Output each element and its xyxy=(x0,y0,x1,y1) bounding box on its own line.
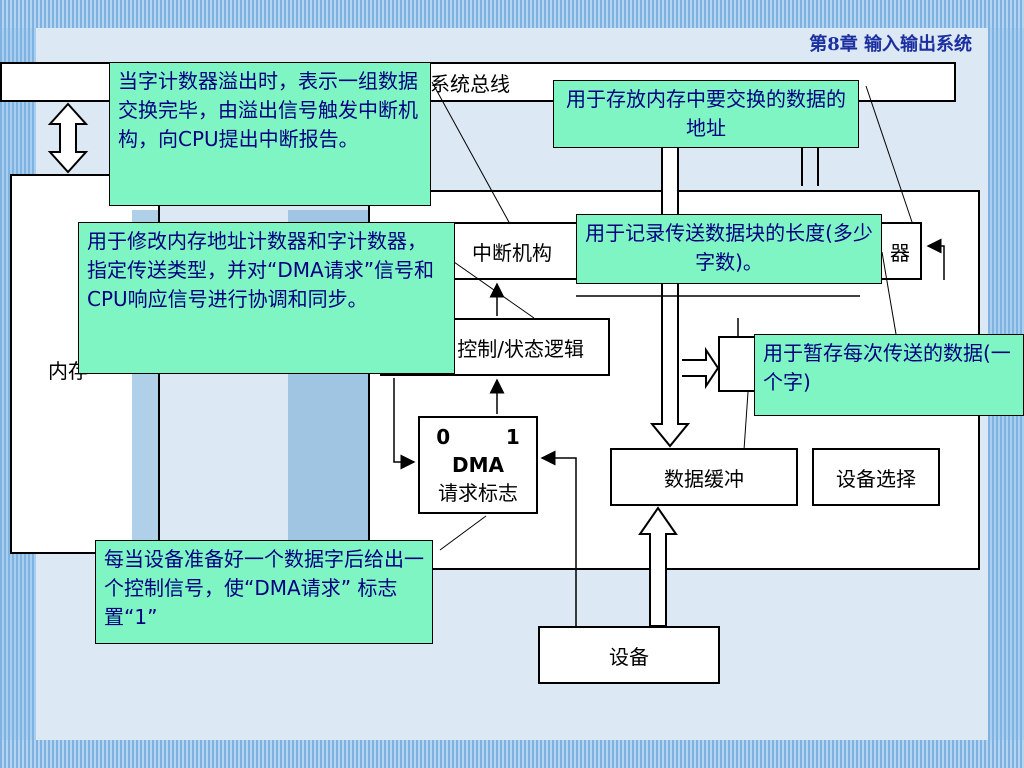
note-overflow-text: 当字计数器溢出时，表示一组数据交换完毕，由溢出信号触发中断机构，向CPU提出中断… xyxy=(118,69,418,151)
note-data-temp-text: 用于暂存每次传送的数据(一个字) xyxy=(763,341,1011,394)
chapter-title: 第8章 输入输出系统 xyxy=(809,34,972,55)
system-bus-label: 系统总线 xyxy=(430,71,510,96)
register-feedback-line xyxy=(926,238,945,280)
dma-flag-desc: 请求标志 xyxy=(438,481,518,505)
dma-flag-bits: 0 1 xyxy=(436,425,520,449)
register-input-arrow xyxy=(682,346,720,390)
note-dma-request-text: 每当设备准备好一个数据字后给出一个控制信号，使“DMA请求” 标志置“1” xyxy=(104,547,424,629)
note-control-logic-text: 用于修改内存地址计数器和字计数器，指定传送类型，并对“DMA请求”信号和CPU响… xyxy=(87,229,435,311)
dma-request-flag: 0 1 DMA 请求标志 xyxy=(418,416,538,514)
bus-memory-arrow xyxy=(47,102,89,174)
leader-address xyxy=(865,85,913,223)
device-to-flag-line xyxy=(540,450,577,626)
leader-block-length xyxy=(881,251,897,335)
note-control-logic: 用于修改内存地址计数器和字计数器，指定传送类型，并对“DMA请求”信号和CPU响… xyxy=(78,222,455,374)
background-band-bottom xyxy=(0,740,1024,768)
data-buffer: 数据缓冲 xyxy=(610,448,798,506)
device: 设备 xyxy=(538,626,720,684)
dma-flag-name: DMA xyxy=(452,453,504,477)
leader-overflow xyxy=(431,81,511,225)
note-address-store: 用于存放内存中要交换的数据的地址 xyxy=(553,80,859,148)
leader-control xyxy=(453,261,535,319)
note-address-store-text: 用于存放内存中要交换的数据的地址 xyxy=(566,87,846,140)
device-select: 设备选择 xyxy=(812,448,940,506)
control-status-label: 控制/状态逻辑 xyxy=(457,336,584,361)
register-label: 器 xyxy=(890,240,910,265)
logic-to-flag-line xyxy=(393,378,416,470)
interrupt-mechanism-label: 中断机构 xyxy=(472,240,552,265)
background-band-top xyxy=(0,0,1024,28)
device-select-label: 设备选择 xyxy=(836,466,916,491)
note-block-length: 用于记录传送数据块的长度(多少字数)。 xyxy=(576,214,882,284)
leader-dma-request xyxy=(439,515,487,551)
device-label: 设备 xyxy=(609,644,649,669)
leader-data-temp xyxy=(743,391,749,451)
note-dma-request: 每当设备准备好一个数据字后给出一个控制信号，使“DMA请求” 标志置“1” xyxy=(95,540,433,644)
note-data-temp: 用于暂存每次传送的数据(一个字) xyxy=(754,334,1024,416)
device-buffer-arrow xyxy=(638,506,678,627)
data-buffer-label: 数据缓冲 xyxy=(664,466,744,491)
note-overflow: 当字计数器溢出时，表示一组数据交换完毕，由溢出信号触发中断机构，向CPU提出中断… xyxy=(109,62,431,206)
note-block-length-text: 用于记录传送数据块的长度(多少字数)。 xyxy=(585,221,873,274)
